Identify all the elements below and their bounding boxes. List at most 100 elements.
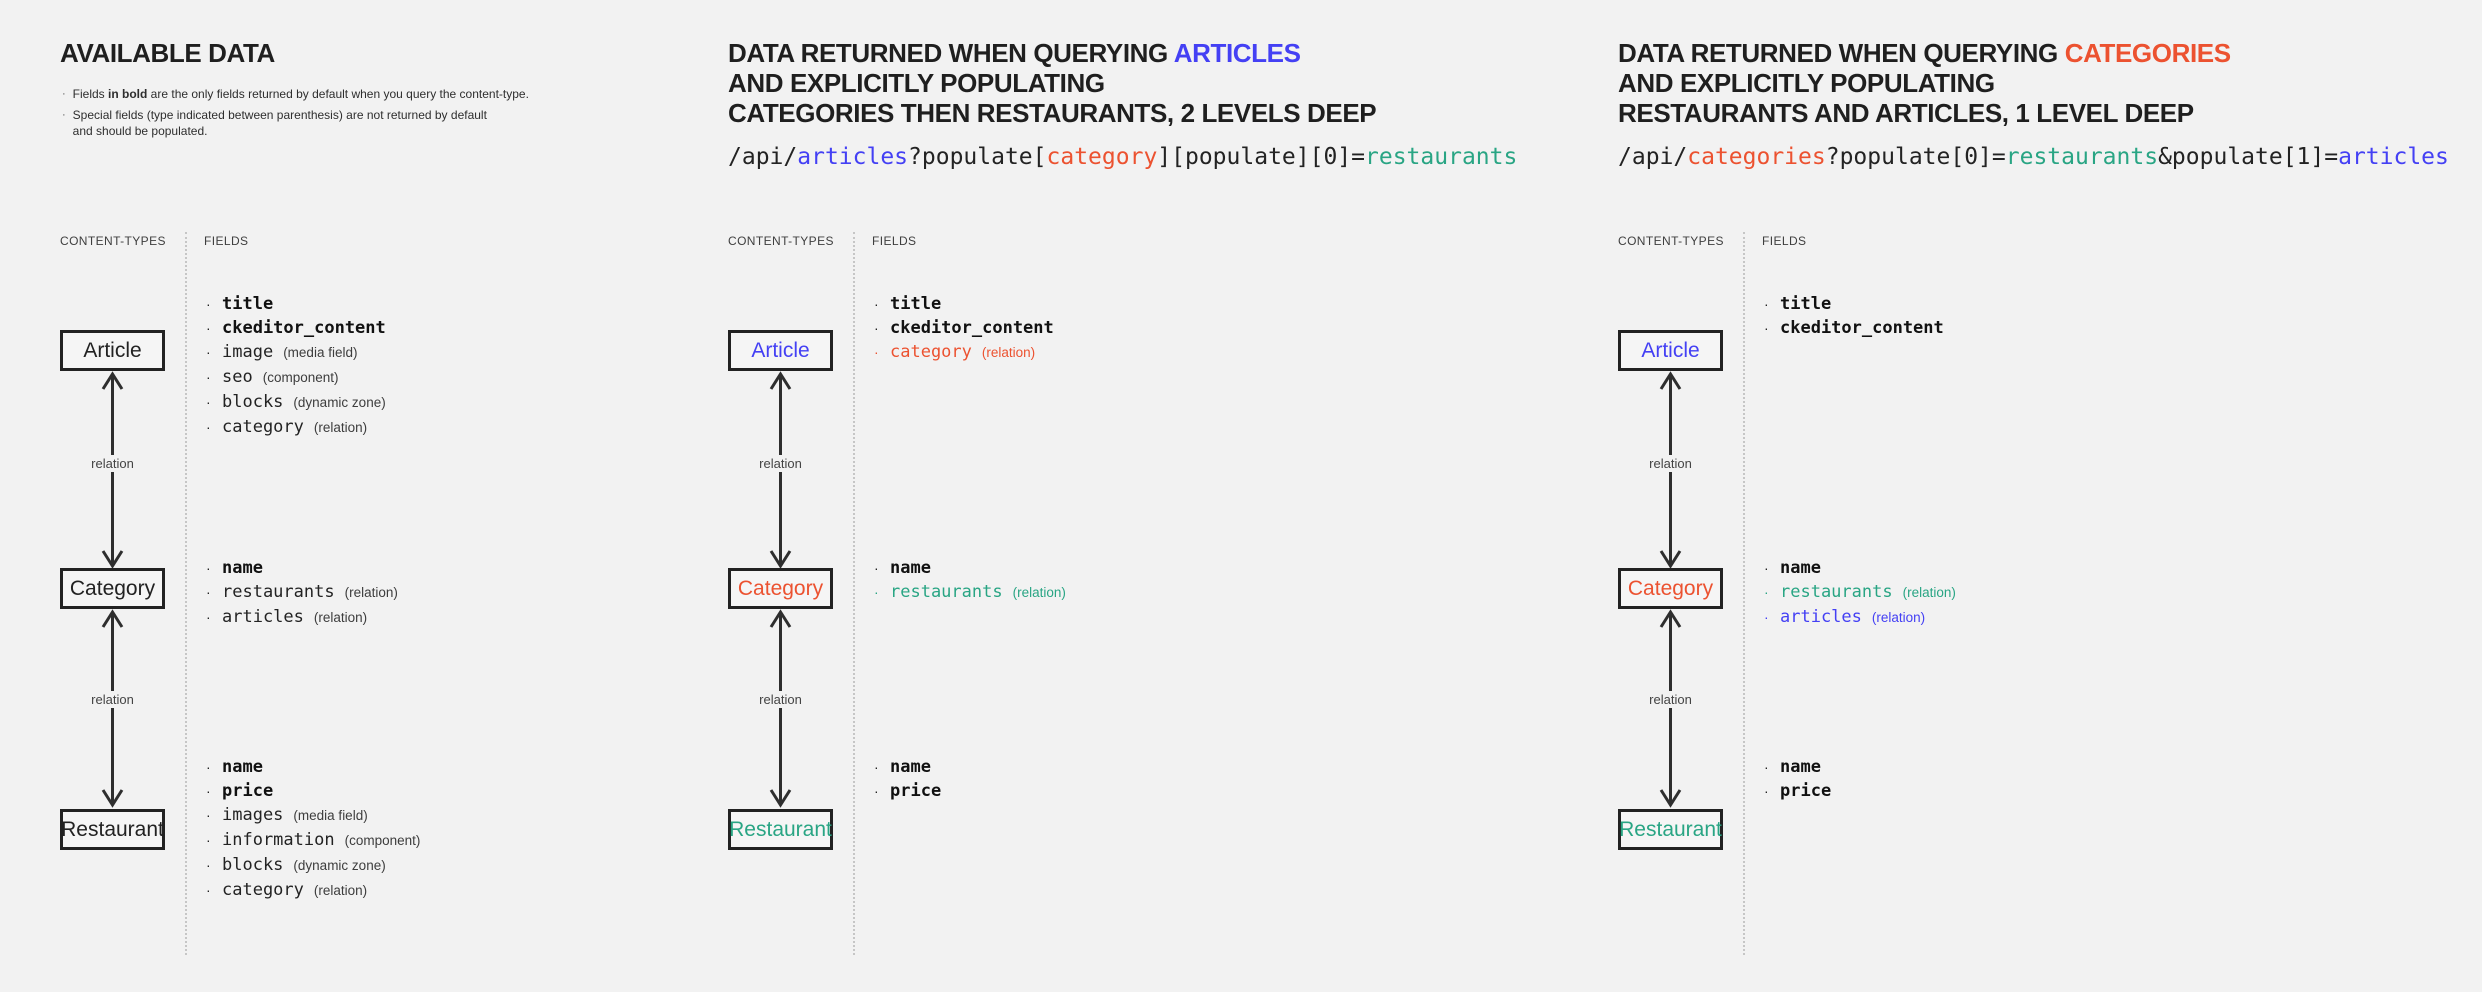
fields-column-label: FIELDS (872, 234, 917, 248)
api-url: /api/articles?populate[category][populat… (728, 143, 1517, 171)
bullet-icon: · (874, 759, 879, 775)
text-segment: CATEGORIES (2064, 38, 2231, 68)
bullet-icon: · (874, 560, 879, 576)
field-row: ·blocks(dynamic zone) (206, 853, 646, 878)
text-segment: ?populate[ (908, 144, 1047, 170)
text-segment: articles (797, 144, 909, 170)
note-item: ·Fields in bold are the only fields retu… (62, 86, 529, 102)
bullet-icon: · (874, 783, 879, 799)
heading-line: CATEGORIES THEN RESTAURANTS, 2 LEVELS DE… (728, 98, 1377, 128)
text-segment: Fields (72, 87, 109, 101)
restaurant-fields: · name · price (874, 755, 1314, 803)
field-row: ·restaurants(relation) (206, 580, 646, 605)
text-segment: RESTAURANTS AND ARTICLES, 1 LEVEL DEEP (1618, 98, 2194, 128)
field-name: name (1780, 558, 1821, 578)
field-type: (component) (262, 370, 339, 385)
bullet-icon: · (206, 832, 211, 848)
content-types-column-label: CONTENT-TYPES (1618, 234, 1724, 248)
bullet-icon: · (1764, 609, 1769, 625)
field-name: price (1780, 781, 1832, 801)
field-row: ·category(relation) (206, 415, 646, 440)
field-row: · price (874, 779, 1314, 803)
field-name: articles (222, 607, 304, 627)
column-separator (185, 232, 187, 955)
field-type: (relation) (344, 585, 398, 600)
field-row: · title (1764, 292, 2204, 316)
field-row: ·information(component) (206, 828, 646, 853)
column-separator (1743, 232, 1745, 955)
field-row: ·title (874, 292, 1314, 316)
field-type: (relation) (313, 610, 368, 625)
legend-notes: ·Fields in bold are the only fields retu… (62, 86, 529, 144)
field-name: category (222, 417, 304, 437)
field-name: name (890, 558, 931, 578)
heading-line: DATA RETURNED WHEN QUERYING CATEGORIES (1618, 38, 2231, 68)
restaurant-box: Restaurant (728, 809, 833, 850)
field-name: ckeditor_content (1780, 318, 1944, 338)
field-row: ·ckeditor_content (206, 316, 646, 340)
field-name: title (1780, 294, 1832, 314)
fields-column-label: FIELDS (1762, 234, 1807, 248)
api-url: /api/categories?populate[0]=restaurants&… (1618, 143, 2449, 171)
bullet-icon: · (206, 783, 211, 799)
heading-line: DATA RETURNED WHEN QUERYING ARTICLES (728, 38, 1376, 68)
field-row: ·restaurants(relation) (874, 580, 1314, 605)
restaurant-box: Restaurant (1618, 809, 1723, 850)
field-name: price (890, 781, 942, 801)
text-segment: in bold (108, 87, 148, 101)
field-name: blocks (222, 392, 284, 412)
field-row: ·seo(component) (206, 365, 646, 390)
text-segment: categories (1687, 144, 1826, 170)
bullet-icon: · (1764, 296, 1769, 312)
field-row: ·price (206, 779, 646, 803)
restaurant-fields: ·name·price·images(media field)·informat… (206, 755, 646, 903)
field-name: restaurants (1780, 582, 1893, 602)
field-type: (media field) (293, 808, 368, 823)
field-type: (dynamic zone) (293, 395, 386, 410)
bullet-icon: · (206, 857, 211, 873)
text-segment: articles (2338, 144, 2449, 170)
bullet-icon: · (206, 344, 211, 360)
content-types-column-label: CONTENT-TYPES (728, 234, 834, 248)
relation-label: relation (60, 455, 165, 472)
field-type: (relation) (981, 345, 1036, 360)
text-segment: /api/ (728, 144, 798, 170)
bullet-icon: · (206, 560, 211, 576)
note-text: Special fields (type indicated between p… (73, 107, 487, 139)
bullet-icon: · (874, 296, 879, 312)
text-segment: DATA RETURNED WHEN QUERYING (1618, 38, 2065, 68)
text-segment: AND EXPLICITLY POPULATING (1618, 68, 1995, 98)
field-name: articles (1780, 607, 1862, 627)
field-type: (relation) (1902, 585, 1956, 600)
bullet-icon: · (1764, 759, 1769, 775)
field-name: blocks (222, 855, 284, 875)
field-row: ·image(media field) (206, 340, 646, 365)
article-box: Article (1618, 330, 1723, 371)
text-segment: ?populate[0]= (1825, 144, 2006, 170)
field-name: title (222, 294, 274, 314)
field-type: (media field) (283, 345, 358, 360)
field-row: · blocks (dynamic zone) (206, 390, 646, 415)
bullet-icon: · (206, 759, 211, 775)
field-row: · name (874, 556, 1314, 580)
field-row: · name (874, 755, 1314, 779)
field-name: name (222, 558, 263, 578)
category-box: Category (1618, 568, 1723, 609)
text-segment: AND EXPLICITLY POPULATING (728, 68, 1105, 98)
panel-title: AVAILABLE DATA (60, 38, 275, 68)
bullet-icon: · (1764, 783, 1769, 799)
field-row: ·restaurants(relation) (1764, 580, 2204, 605)
field-type: (relation) (313, 420, 368, 435)
bullet-icon: · (1764, 320, 1769, 336)
field-name: images (222, 805, 284, 825)
note-item: ·Special fields (type indicated between … (62, 107, 529, 139)
field-row: ·category(relation) (206, 878, 646, 903)
text-segment: ARTICLES (1173, 38, 1301, 68)
relation-label: relation (60, 691, 165, 708)
field-name: name (890, 757, 931, 777)
bullet-icon: · (206, 394, 211, 410)
fields-column-label: FIELDS (204, 234, 249, 248)
field-row: ·name (1764, 556, 2204, 580)
